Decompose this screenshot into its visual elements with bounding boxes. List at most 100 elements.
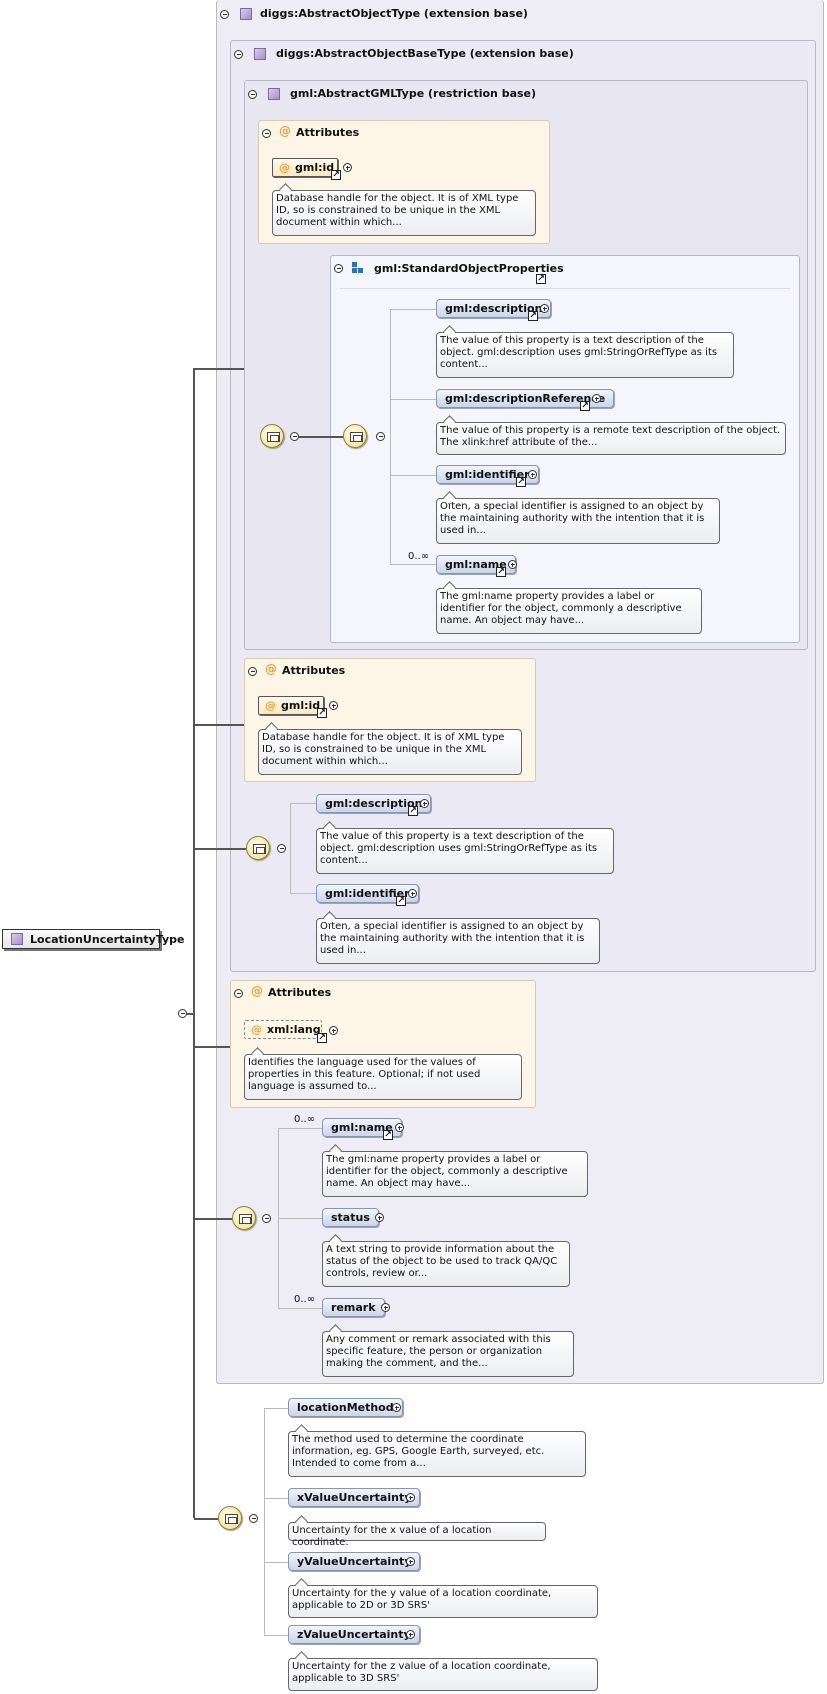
gml-attributes-label: Attributes [296,126,360,139]
sequence-collapse[interactable] [262,1214,271,1223]
sequence-collapse[interactable] [249,1514,258,1523]
expand-icon[interactable] [540,304,549,313]
abstract-object-base-type-collapse[interactable] [234,50,243,59]
y-value-uncertainty-doc: Uncertainty for the y value of a locatio… [288,1585,598,1618]
xml-lang-label: xml:lang [267,1023,321,1036]
link-arrow-icon[interactable]: ↗ [496,567,506,577]
separator [340,288,790,289]
expand-icon[interactable] [381,1303,390,1312]
expand-icon[interactable] [406,1557,415,1566]
multiplicity-label: 0..∞ [294,1114,316,1125]
gml-name-doc: The gml:name property provides a label o… [436,588,702,634]
gml-id-doc: Database handle for the object. It is of… [272,190,536,236]
expand-icon[interactable] [392,1403,401,1412]
gml-identifier-element[interactable]: gml:identifier [436,465,539,484]
link-arrow-icon[interactable]: ↗ [331,170,341,180]
main-trunk [193,368,195,1518]
expand-icon[interactable] [395,1123,404,1132]
x-value-uncertainty-element[interactable]: xValueUncertainty [288,1488,421,1507]
z-value-uncertainty-doc: Uncertainty for the z value of a locatio… [288,1658,598,1691]
location-uncertainty-type-root[interactable]: LocationUncertaintyType [2,929,185,949]
expand-icon[interactable] [408,889,417,898]
abstract-object-base-type-label: diggs:AbstractObjectBaseType (extension … [276,47,574,60]
attribute-icon: @ [279,124,291,138]
standard-object-properties-collapse[interactable] [334,264,343,273]
expand-icon[interactable] [508,560,517,569]
tree-line [264,1498,288,1499]
location-method-element[interactable]: locationMethod [288,1398,403,1417]
object-gml-name-doc: The gml:name property provides a label o… [322,1151,588,1197]
gml-identifier-doc: Often, a special identifier is assigned … [436,498,720,544]
group-icon [352,262,364,274]
expand-icon[interactable] [528,470,537,479]
gml-description-element[interactable]: gml:description [436,299,552,318]
object-gml-name-element[interactable]: gml:name [322,1118,402,1137]
gml-name-element[interactable]: gml:name [436,555,516,574]
expand-icon[interactable] [375,1213,384,1222]
sequence-collapse[interactable] [376,432,385,441]
connector [187,1013,195,1015]
status-element[interactable]: status [322,1208,379,1227]
tree-line [264,1408,288,1409]
tree-line [390,309,391,564]
abstract-gml-type-label: gml:AbstractGMLType (restriction base) [290,87,537,100]
expand-icon[interactable] [329,701,338,710]
sequence-compositor-icon[interactable] [218,1506,242,1530]
y-value-uncertainty-element[interactable]: yValueUncertainty [288,1552,421,1571]
sequence-compositor-icon[interactable] [232,1206,256,1230]
sequence-collapse[interactable] [277,844,286,853]
remark-element[interactable]: remark [322,1298,385,1317]
tree-line [264,1408,265,1635]
base-gml-description-element[interactable]: gml:description [316,794,432,813]
x-value-uncertainty-doc: Uncertainty for the x value of a locatio… [288,1522,546,1548]
expand-icon[interactable] [420,799,429,808]
gml-attributes-collapse[interactable] [262,129,271,138]
link-arrow-icon[interactable]: ↗ [408,806,418,816]
z-value-uncertainty-element[interactable]: zValueUncertainty [288,1625,420,1644]
gml-description-doc: The value of this property is a text des… [436,332,734,378]
base-attributes-label: Attributes [282,664,346,677]
expand-icon[interactable] [343,163,352,172]
base-attributes-collapse[interactable] [248,667,257,676]
xml-lang-attribute[interactable]: @xml:lang [244,1020,322,1039]
gml-id-label: gml:id [281,699,321,712]
sequence-collapse[interactable] [290,432,299,441]
connector [194,724,244,726]
link-arrow-icon[interactable]: ↗ [536,274,546,284]
link-arrow-icon[interactable]: ↗ [317,708,327,718]
tree-line [390,564,436,565]
multiplicity-label: 0..∞ [294,1294,316,1305]
tree-line [278,1218,322,1219]
link-arrow-icon[interactable]: ↗ [516,477,526,487]
sequence-compositor-icon[interactable] [260,424,284,448]
tree-line [278,1308,322,1309]
root-collapse[interactable] [178,1009,187,1018]
connector [194,1046,230,1048]
abstract-gml-type-collapse[interactable] [248,90,257,99]
complex-type-icon [240,8,252,20]
sequence-compositor-icon[interactable] [246,836,270,860]
link-arrow-icon[interactable]: ↗ [383,1130,393,1140]
link-arrow-icon[interactable]: ↗ [317,1033,327,1043]
expand-icon[interactable] [329,1026,338,1035]
object-attributes-collapse[interactable] [234,989,243,998]
abstract-object-type-collapse[interactable] [220,10,229,19]
link-arrow-icon[interactable]: ↗ [580,401,590,411]
sequence-compositor-icon[interactable] [343,424,367,448]
connector [194,368,244,370]
base-gml-identifier-element[interactable]: gml:identifier [316,884,419,903]
root-label: LocationUncertaintyType [30,933,185,946]
attribute-icon: @ [279,161,290,174]
link-arrow-icon[interactable]: ↗ [528,311,538,321]
link-arrow-icon[interactable]: ↗ [396,896,406,906]
connector [299,436,343,438]
expand-icon[interactable] [406,1630,415,1639]
gml-description-reference-element[interactable]: gml:descriptionReference [436,389,615,408]
expand-icon[interactable] [592,394,601,403]
location-method-doc: The method used to determine the coordin… [288,1431,586,1477]
expand-icon[interactable] [406,1493,415,1502]
base-gml-id-attribute[interactable]: @gml:id [258,696,324,715]
standard-object-properties-label: gml:StandardObjectProperties [374,262,564,275]
gml-id-attribute[interactable]: @gml:id [272,158,338,177]
tree-line [390,309,436,310]
